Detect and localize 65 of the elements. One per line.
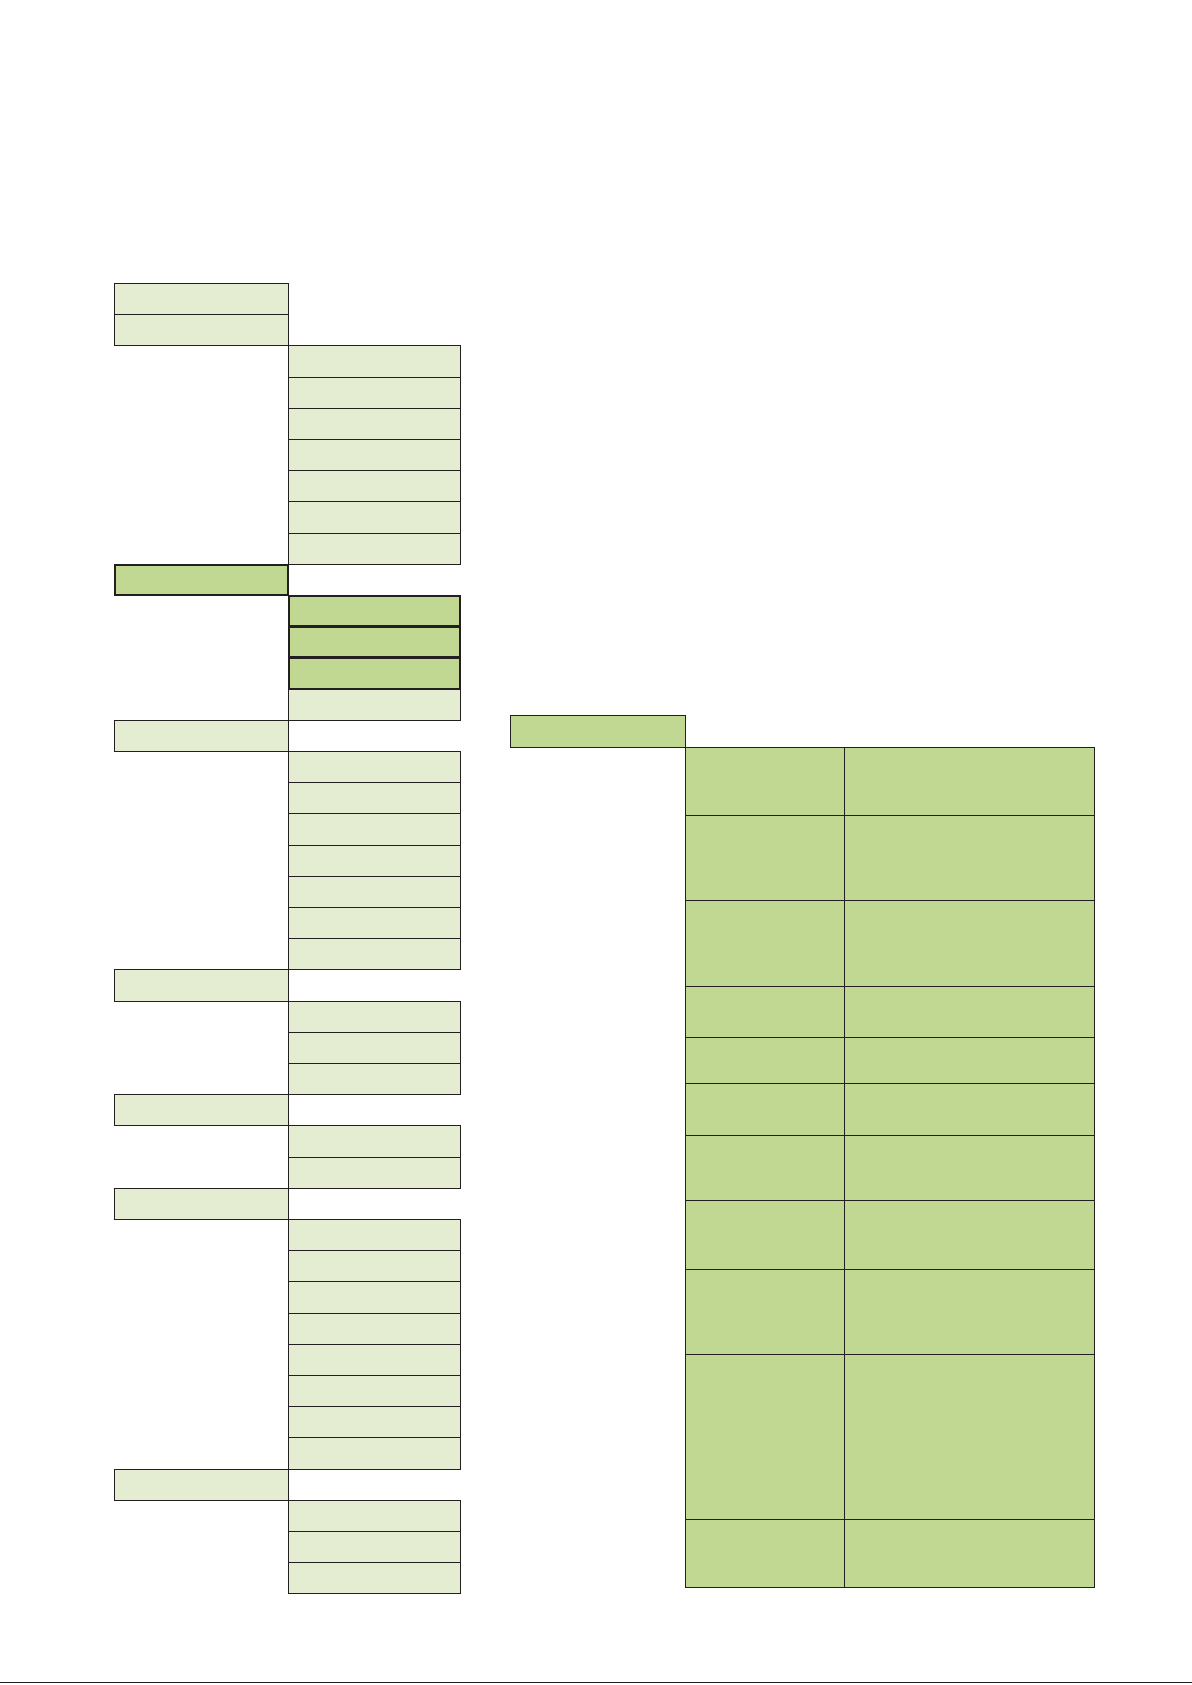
empty-box (288, 875, 461, 908)
empty-box (288, 501, 461, 534)
table-cell (844, 1269, 1095, 1355)
table-cell (685, 1083, 845, 1136)
table-cell (685, 1354, 845, 1520)
table-cell (844, 1037, 1095, 1084)
empty-box (288, 751, 461, 784)
empty-box (288, 407, 461, 440)
empty-box (114, 969, 289, 1002)
empty-box (288, 938, 461, 971)
empty-box (288, 657, 461, 690)
empty-box (288, 626, 461, 659)
empty-box (114, 1468, 289, 1501)
table-cell (844, 747, 1095, 816)
table-cell (685, 1037, 845, 1084)
empty-box (288, 1281, 461, 1314)
empty-box (288, 1031, 461, 1064)
table-cell (844, 986, 1095, 1038)
table-cell (685, 986, 845, 1038)
table-cell (844, 1083, 1095, 1136)
empty-box (288, 688, 461, 721)
empty-box (288, 532, 461, 565)
empty-box (288, 595, 461, 628)
empty-box (288, 1406, 461, 1439)
empty-box (288, 844, 461, 877)
empty-box (288, 1562, 461, 1595)
empty-box (510, 715, 686, 748)
table-cell (844, 1354, 1095, 1520)
table-cell (685, 747, 845, 816)
table-cell (685, 1519, 845, 1588)
empty-box (288, 470, 461, 503)
empty-box (114, 314, 289, 347)
empty-box (288, 1156, 461, 1189)
empty-box (288, 1250, 461, 1283)
table-cell (685, 815, 845, 901)
empty-box (288, 439, 461, 472)
empty-box (114, 563, 289, 596)
empty-box (288, 1437, 461, 1470)
empty-box (288, 345, 461, 378)
table-cell (685, 900, 845, 987)
empty-box (114, 1094, 289, 1127)
table-cell (685, 1200, 845, 1270)
empty-box (288, 1312, 461, 1345)
empty-box (288, 907, 461, 940)
empty-box (288, 1219, 461, 1252)
empty-box (288, 376, 461, 409)
empty-box (288, 1499, 461, 1532)
empty-box (288, 1125, 461, 1158)
table-cell (844, 1135, 1095, 1201)
empty-box (114, 1187, 289, 1220)
empty-box (288, 1000, 461, 1033)
table-cell (844, 1200, 1095, 1270)
table-cell (685, 1269, 845, 1355)
empty-box (288, 1343, 461, 1376)
empty-box (288, 1375, 461, 1408)
table-cell (685, 1135, 845, 1201)
table-cell (844, 1519, 1095, 1588)
empty-box (288, 782, 461, 815)
empty-box (288, 813, 461, 846)
empty-box (288, 1063, 461, 1096)
table-cell (844, 900, 1095, 987)
table-cell (844, 815, 1095, 901)
empty-box (114, 283, 289, 316)
empty-box (114, 719, 289, 752)
empty-box (288, 1531, 461, 1564)
